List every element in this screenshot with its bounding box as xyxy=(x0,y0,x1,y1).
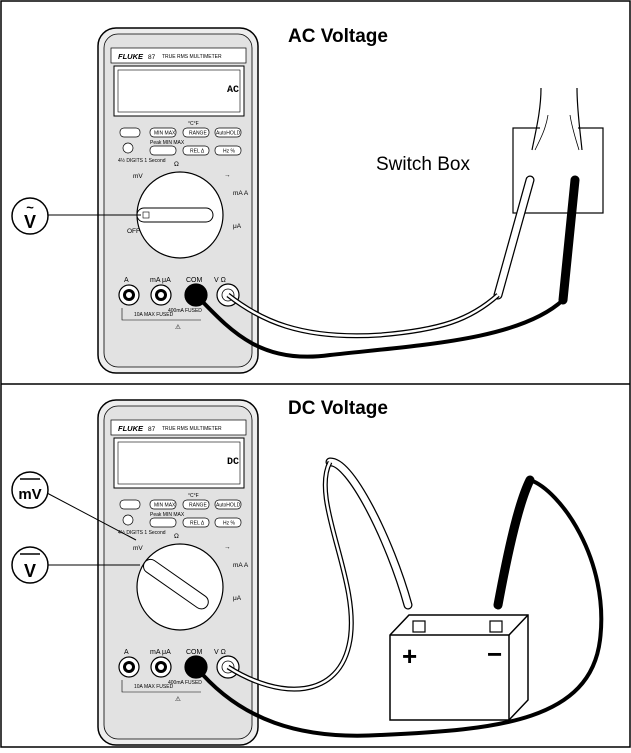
panel-title: DC Voltage xyxy=(288,398,388,419)
jack-com-label: COM xyxy=(186,649,203,656)
display-readout: AC xyxy=(227,85,239,96)
subtitle-label: TRUE RMS MULTIMETER xyxy=(162,54,222,60)
multimeter: FLUKE 87 TRUE RMS MULTIMETER AC °C°F MIN… xyxy=(98,28,258,373)
positive-terminal xyxy=(413,621,425,632)
jack-v-label: V Ω xyxy=(214,277,226,284)
min-max-label: MIN MAX xyxy=(154,131,176,137)
blank-button[interactable] xyxy=(120,128,140,137)
dial-ma-a-label: mA A xyxy=(233,562,249,569)
dial-ma-a-label: mA A xyxy=(233,190,249,197)
dial-mv-label: mV xyxy=(133,173,143,180)
rel-label: REL Δ xyxy=(190,149,205,155)
fuse-ma-label: 400mA FUSED xyxy=(168,680,202,686)
model-label: 87 xyxy=(148,426,156,433)
battery-minus-label: − xyxy=(487,639,502,669)
beeper-button[interactable] xyxy=(150,146,176,155)
min-max-label: MIN MAX xyxy=(154,503,176,509)
dial-ua-label: μA xyxy=(233,223,242,230)
temp-label: °C°F xyxy=(188,121,199,127)
temp-label: °C°F xyxy=(188,493,199,499)
blank-button[interactable] xyxy=(120,500,140,509)
warning-icon: ⚠ xyxy=(175,323,181,331)
hz-label: Hz % xyxy=(223,521,236,527)
dial-ohm-label: Ω xyxy=(174,161,179,168)
range-label: RANGE xyxy=(189,131,207,137)
callout-label-v: V xyxy=(24,561,36,581)
backlight-icon[interactable] xyxy=(123,143,133,153)
battery: + − xyxy=(390,615,528,720)
dial-diode-label: → xyxy=(224,544,231,551)
range-label: RANGE xyxy=(189,503,207,509)
peak-label: Peak MIN MAX xyxy=(150,512,185,518)
battery-plus-label: + xyxy=(402,641,417,671)
dial-mv-label: mV xyxy=(133,545,143,552)
jack-a-label: A xyxy=(124,649,129,656)
beeper-button[interactable] xyxy=(150,518,176,527)
negative-terminal xyxy=(490,621,502,632)
jack-v-label: V Ω xyxy=(214,649,226,656)
dial-ua-label: μA xyxy=(233,595,242,602)
dial-diode-label: → xyxy=(224,172,231,179)
multimeter: FLUKE 87 TRUE RMS MULTIMETER DC °C°F MIN… xyxy=(98,400,258,745)
fuse-ma-label: 400mA FUSED xyxy=(168,308,202,314)
model-label: 87 xyxy=(148,54,156,61)
jack-a-label: A xyxy=(124,277,129,284)
peak-label: Peak MIN MAX xyxy=(150,140,185,146)
callout-label: V xyxy=(24,212,36,232)
dial-off-label: OFF xyxy=(127,228,140,235)
panel-title: AC Voltage xyxy=(288,26,388,47)
autohold-label: AutoHOLD xyxy=(216,503,241,509)
hz-label: Hz % xyxy=(223,149,236,155)
jack-com-label: COM xyxy=(186,277,203,284)
brand-label: FLUKE xyxy=(118,424,144,433)
callout-label-mv: mV xyxy=(18,486,41,503)
backlight-icon[interactable] xyxy=(123,515,133,525)
digits-label: 4½ DIGITS 1 Second xyxy=(118,157,166,164)
brand-label: FLUKE xyxy=(118,52,144,61)
warning-icon: ⚠ xyxy=(175,695,181,703)
dial-ohm-label: Ω xyxy=(174,533,179,540)
rel-label: REL Δ xyxy=(190,521,205,527)
jack-ma-label: mA μA xyxy=(150,649,171,656)
autohold-label: AutoHOLD xyxy=(216,131,241,137)
digits-label: 4½ DIGITS 1 Second xyxy=(118,529,166,536)
jack-ma-label: mA μA xyxy=(150,277,171,284)
display-readout: DC xyxy=(227,457,239,468)
switch-box-label: Switch Box xyxy=(376,154,470,175)
subtitle-label: TRUE RMS MULTIMETER xyxy=(162,426,222,432)
